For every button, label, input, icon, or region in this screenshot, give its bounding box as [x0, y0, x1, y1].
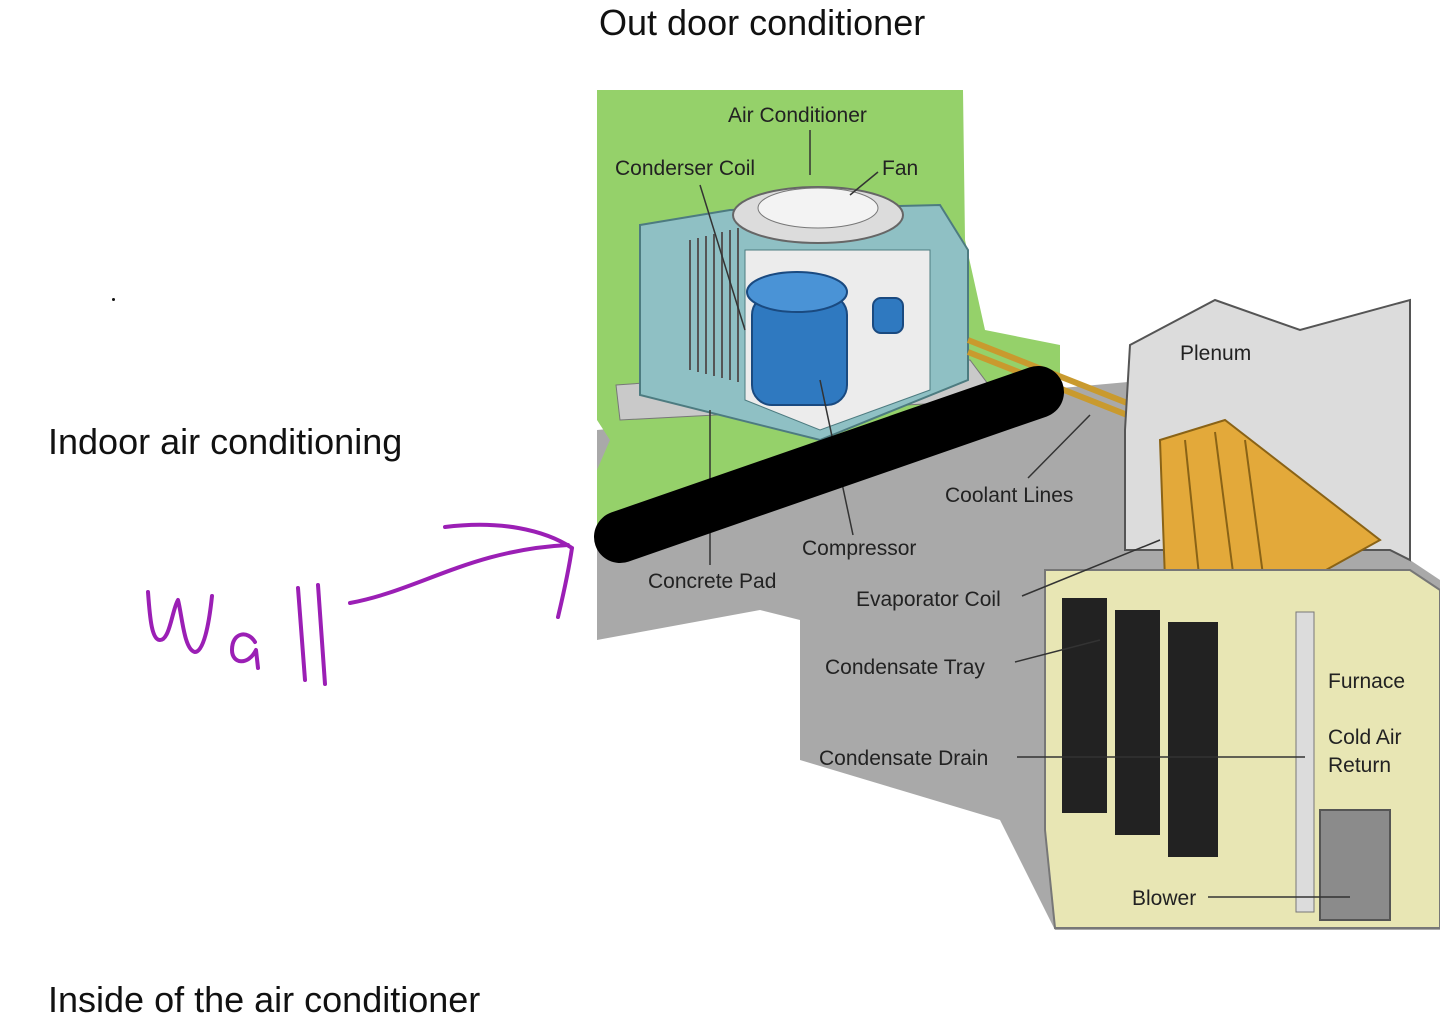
handwritten-arrow [348, 522, 574, 619]
indoor-air-conditioning-title: Indoor air conditioning [48, 421, 403, 462]
fan-center [757, 187, 879, 229]
wall-marker-stroke [594, 366, 1064, 563]
furnace-vents [1062, 598, 1218, 857]
evaporator-coil-lines [1184, 431, 1266, 591]
label-concrete-pad: Concrete Pad [648, 570, 776, 593]
condensate-pipe [1295, 611, 1315, 913]
label-evaporator-coil: Evaporator Coil [856, 588, 1001, 611]
blower-opening [1319, 809, 1391, 921]
label-air-conditioner: Air Conditioner [728, 104, 867, 127]
label-plenum: Plenum [1180, 342, 1251, 365]
label-furnace: Furnace [1328, 670, 1405, 693]
handwritten-wall-word [146, 583, 327, 686]
label-condensate-drain: Condensate Drain [819, 747, 988, 770]
small-capacitor [872, 297, 904, 334]
condenser-coil-fins [689, 228, 739, 382]
label-condenser-coil: Conderser Coil [615, 157, 755, 180]
compressor-top [746, 271, 848, 313]
label-condensate-tray: Condensate Tray [825, 656, 985, 679]
evaporator-coil [1158, 418, 1382, 592]
outdoor-conditioner-title: Out door conditioner [599, 2, 926, 43]
label-cold-air: Cold Air [1328, 726, 1402, 749]
label-compressor: Compressor [802, 537, 916, 560]
label-return: Return [1328, 754, 1391, 777]
label-coolant-lines: Coolant Lines [945, 484, 1073, 507]
label-fan: Fan [882, 157, 918, 180]
inside-air-conditioner-title: Inside of the air conditioner [48, 979, 481, 1020]
label-blower: Blower [1132, 887, 1196, 910]
stray-dot [112, 298, 115, 301]
